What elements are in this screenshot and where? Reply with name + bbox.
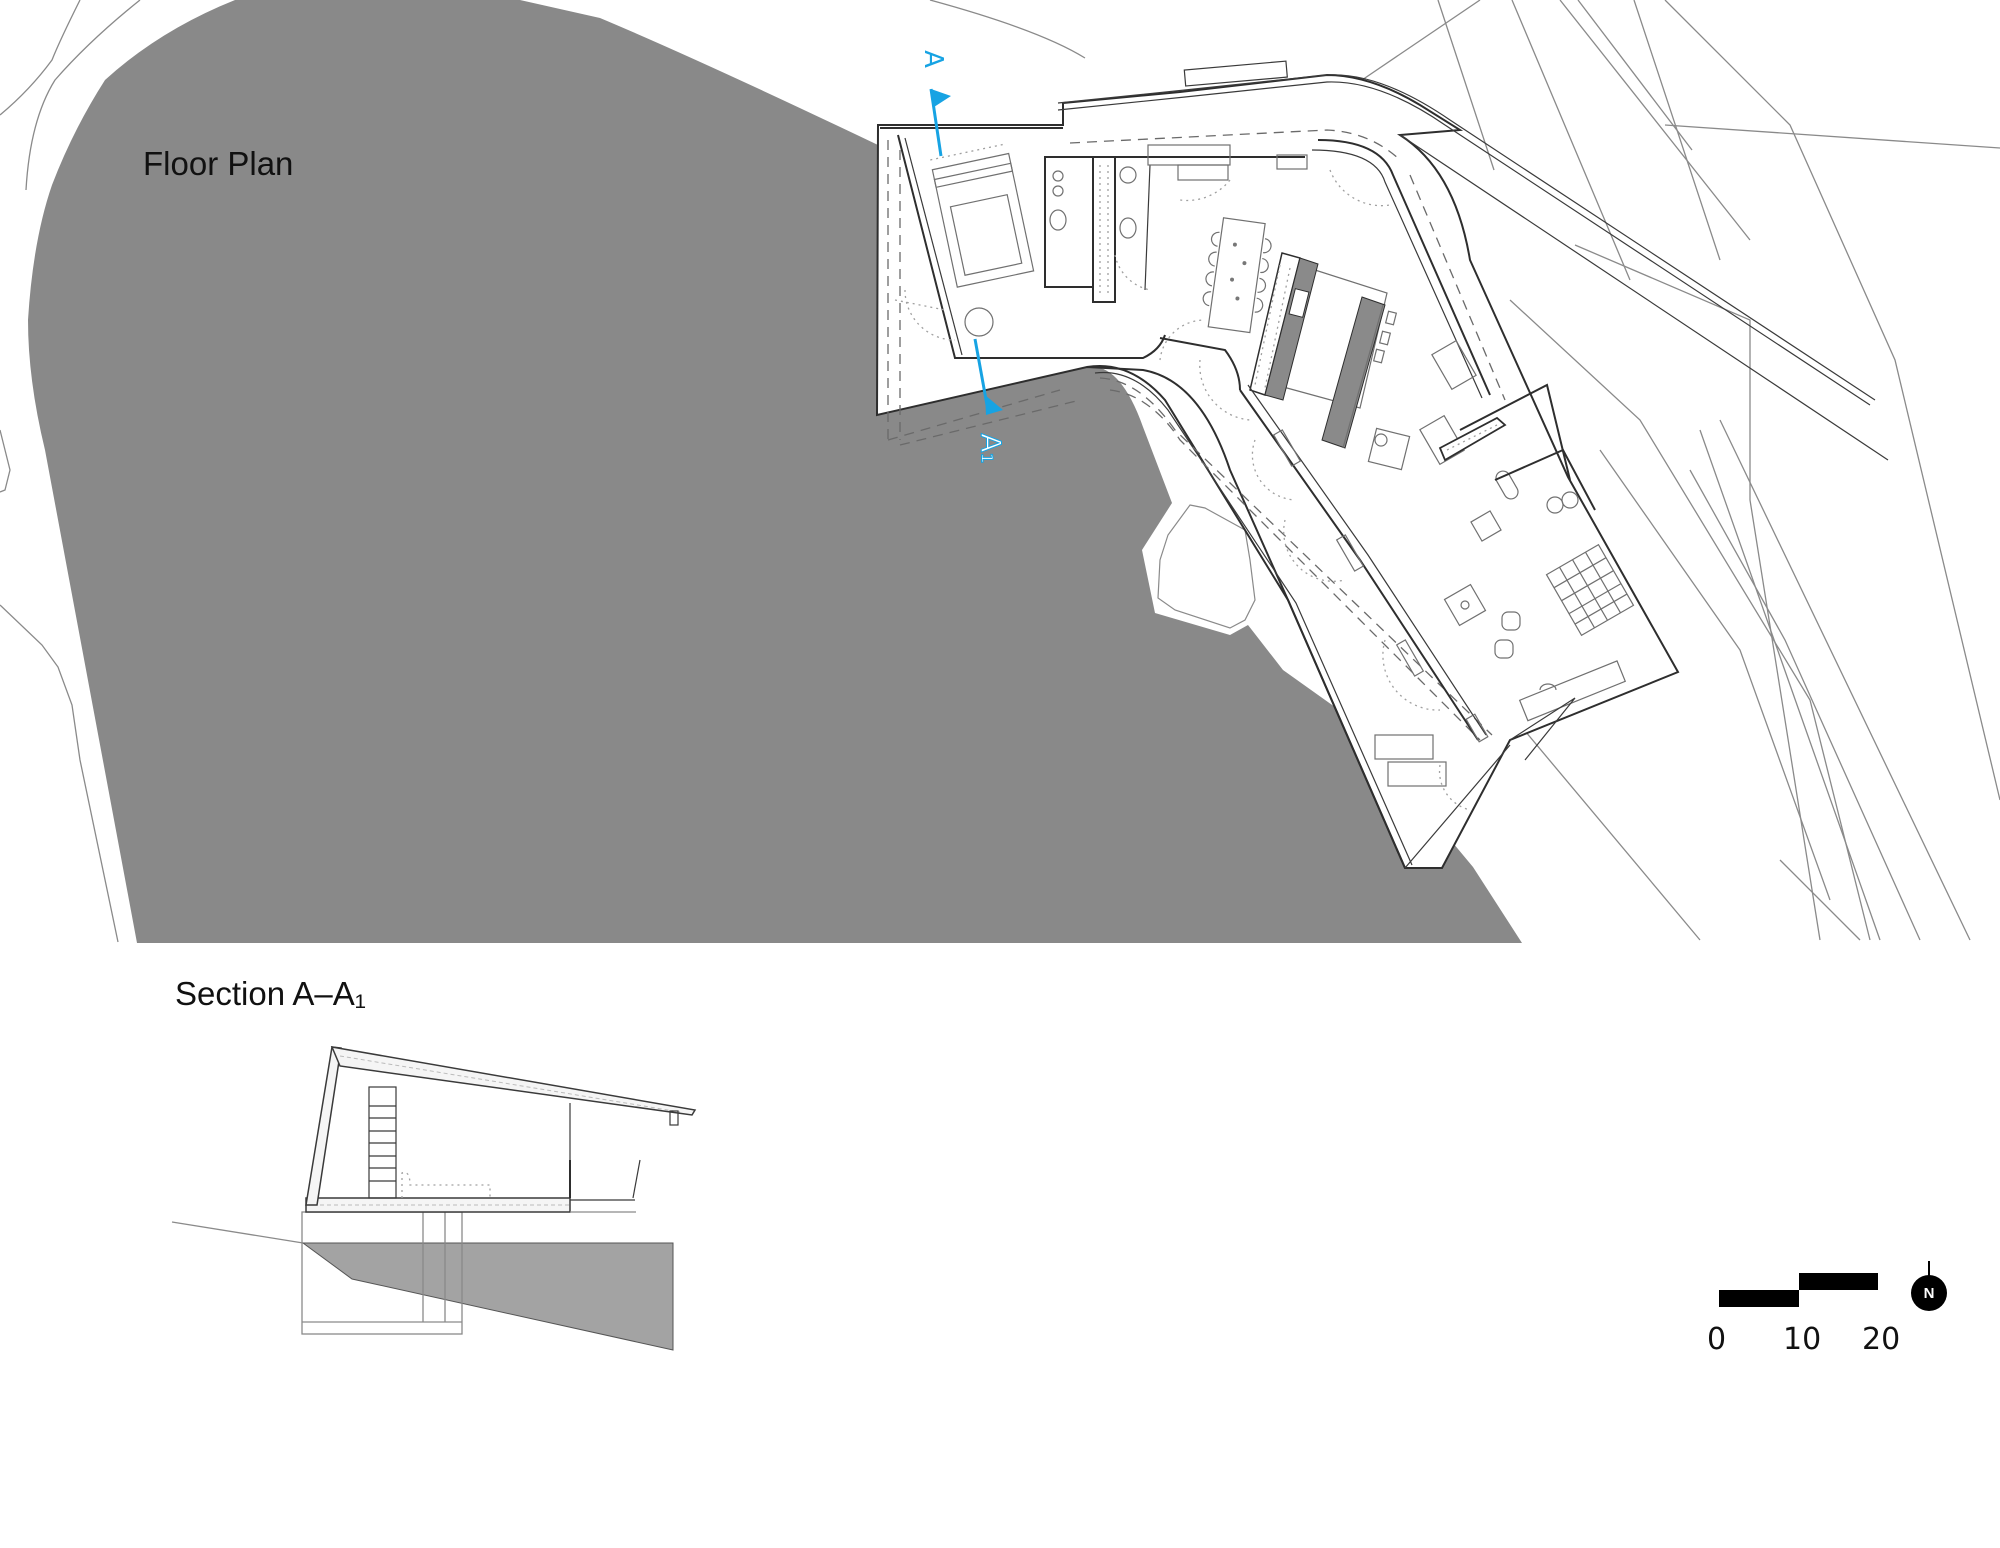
- section-title: Section A–A₁: [175, 975, 366, 1012]
- north-arrow-icon: N: [1911, 1275, 1947, 1311]
- floor-plan-title: Floor Plan: [143, 145, 294, 182]
- floor-plan: [0, 0, 2000, 943]
- rock-island: [1157, 504, 1256, 629]
- section-cut-line: [929, 88, 1003, 415]
- roof-vent: [1183, 60, 1288, 87]
- lounger-icon: [1387, 761, 1447, 787]
- bathroom-core: [1044, 156, 1151, 303]
- main-hall: [1069, 129, 1506, 421]
- section-marker-a: A: [917, 50, 948, 68]
- section-flag-start-icon: [931, 89, 951, 107]
- north-arrow-tick: [1928, 1261, 1930, 1276]
- section-drawing: [171, 1046, 697, 1351]
- scale-tick-0: 0: [1707, 1322, 1727, 1357]
- scale-bar: [1719, 1273, 1878, 1307]
- section-marker-a1: A₁: [974, 433, 1008, 464]
- dining-table-icon: [1202, 217, 1272, 334]
- living-area: [1367, 339, 1635, 761]
- bed-icon: [930, 143, 1035, 288]
- section-ground-fill: [301, 1242, 674, 1351]
- scale-tick-10: 10: [1783, 1322, 1822, 1357]
- site-contours: [0, 0, 2000, 943]
- section-flag-end-icon: [985, 395, 1003, 415]
- kitchen: [1249, 252, 1398, 449]
- walkway: [1086, 365, 1511, 869]
- house-footprint: [875, 73, 1680, 869]
- shelving-grid: [1545, 543, 1635, 637]
- scale-tick-20: 20: [1862, 1322, 1901, 1357]
- dotted-wall: [1092, 156, 1116, 303]
- round-table-icon: [964, 307, 994, 337]
- terrain-fill: [28, 0, 1522, 943]
- lounger-icon: [1374, 734, 1434, 760]
- north-label: N: [1923, 1284, 1935, 1302]
